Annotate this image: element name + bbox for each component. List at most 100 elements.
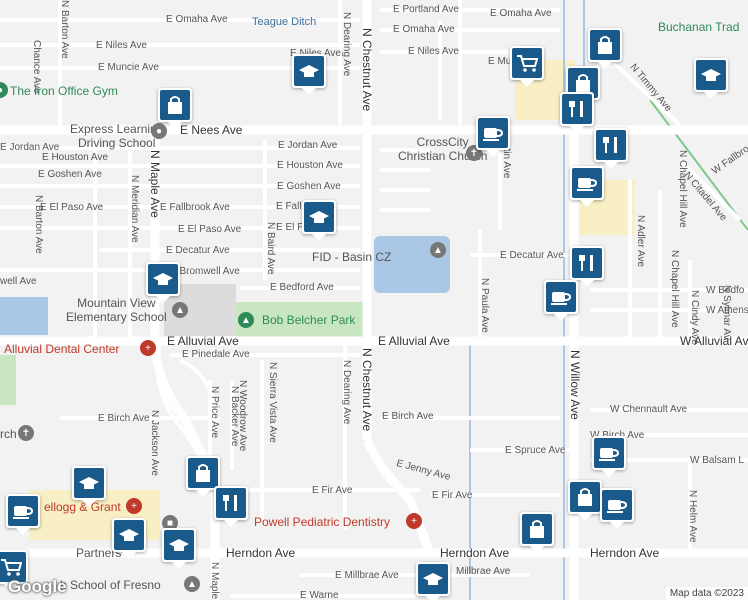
street-label-n-adler: N Adler Ave — [635, 215, 646, 268]
cafe-marker-fir[interactable] — [600, 488, 634, 529]
green-area-west — [0, 355, 16, 405]
restaurant-icon — [569, 101, 583, 117]
church-pin-icon-west[interactable]: ✝ — [18, 425, 34, 441]
shopping-cart-icon — [517, 55, 538, 72]
place-label-fid-basin[interactable]: FID - Basin CZ — [312, 250, 392, 264]
school-icon — [153, 273, 173, 285]
place-label-school-fresno[interactable]: h School of Fresno — [60, 578, 161, 592]
cafe-icon — [13, 506, 34, 519]
place-label-kellogg[interactable]: ellogg & Grant — [44, 500, 121, 514]
road-label-e-alluvial: E Alluvial Ave — [378, 334, 450, 348]
street-label-n-chapel-hill-2: N Chapel Hill Ave — [669, 250, 680, 328]
street-label-e-bromwell: E Bromwell Ave — [170, 266, 240, 277]
street-label-e-birch: E Birch Ave — [382, 411, 434, 422]
place-pin-icon[interactable]: ● — [151, 123, 167, 139]
street-label-w-balsam: W Balsam L — [690, 455, 744, 466]
shopping-marker-sw[interactable] — [0, 550, 28, 591]
school-marker-niles[interactable] — [292, 54, 326, 95]
shopping-bag-marker-nees[interactable] — [158, 88, 192, 129]
street-label-n-meridian: N Meridian Ave — [129, 175, 140, 243]
pond-west — [0, 297, 48, 335]
place-label-iron-office-gym[interactable]: The Iron Office Gym — [10, 84, 118, 98]
street-label-e-birch-west: E Birch Ave — [98, 413, 150, 424]
shopping-bag-marker-maple[interactable] — [186, 456, 220, 497]
place-label-partners[interactable]: Partners — [76, 546, 122, 560]
school-icon — [299, 65, 319, 77]
place-label-powell[interactable]: Powell Pediatric Dentistry — [254, 515, 391, 529]
park-pin-icon[interactable]: ▲ — [238, 312, 254, 328]
street-label-w-bedfo: W Bedfo — [706, 285, 745, 296]
place-label-express-learning[interactable]: Express Learning Driving School — [70, 122, 164, 150]
map-attribution[interactable]: Map data ©2023 — [665, 587, 748, 600]
school-marker-partners[interactable] — [112, 518, 146, 559]
cafe-marker-decatur[interactable] — [544, 280, 578, 321]
street-label-n-sierra-vista: N Sierra Vista Ave — [267, 362, 278, 443]
place-label-mountain-view[interactable]: Mountain View Elementary School — [66, 296, 167, 324]
cafe-icon — [607, 500, 628, 513]
shopping-cart-icon — [1, 559, 22, 576]
cafe-marker-spruce[interactable] — [592, 436, 626, 477]
street-label-w-birch: W Birch Ave — [590, 430, 645, 441]
restaurant-icon — [579, 255, 593, 271]
school-pin-icon[interactable]: ▲ — [172, 302, 188, 318]
road-label-e-nees: E Nees Ave — [180, 123, 243, 137]
restaurant-marker-decatur[interactable] — [570, 246, 604, 287]
school-marker-kellogg[interactable] — [72, 466, 106, 507]
gym-pin-icon[interactable]: ● — [0, 82, 8, 98]
government-pin-icon[interactable]: ▲ — [430, 242, 446, 258]
place-label-alluvial-dental[interactable]: Alluvial Dental Center — [4, 342, 120, 356]
street-label-n-baird: N Baird Ave — [265, 222, 276, 275]
street-label-n-dearing-1: N Dearing Ave — [341, 12, 352, 77]
street-label-e-mu: E Mu — [488, 56, 512, 67]
school-marker-herndon[interactable] — [162, 528, 196, 569]
bob-belcher-park-area — [236, 302, 366, 338]
street-label-w-chennault: W Chennault Ave — [610, 404, 688, 415]
street-label-e-fir: E Fir Ave — [432, 490, 473, 501]
school-icon — [701, 69, 721, 81]
street-label-n-dearing-2: N Dearing Ave — [341, 360, 352, 425]
street-label-n-jackson: N Jackson Ave — [149, 410, 160, 476]
street-label-e-niles-2: E Niles Ave — [290, 48, 341, 59]
restaurant-marker-1[interactable] — [560, 92, 594, 133]
school-icon — [169, 539, 189, 551]
shopping-bag-icon — [196, 464, 210, 482]
school-pin-icon-fresno[interactable]: ▲ — [184, 576, 200, 592]
shopping-bag-marker-herndon[interactable] — [520, 512, 554, 553]
shopping-bag-icon — [578, 488, 592, 506]
street-label-n-barton-2: N Barton Ave — [33, 195, 44, 254]
cafe-marker-kellogg[interactable] — [6, 494, 40, 535]
road-label-herndon-2: Herndon Ave — [440, 546, 510, 560]
street-label-e-goshen: E Goshen Ave — [277, 181, 341, 192]
cafe-marker-willow[interactable] — [570, 166, 604, 207]
restaurant-icon — [603, 137, 617, 153]
pediatric-dental-pin-icon[interactable]: + — [406, 513, 422, 529]
street-label-well-ave: well Ave — [0, 276, 37, 287]
dental-pin-icon[interactable]: + — [140, 340, 156, 356]
street-label-e-spruce: E Spruce Ave — [505, 445, 566, 456]
building-pin-icon[interactable]: ■ — [162, 515, 178, 531]
restaurant-marker-maple[interactable] — [214, 486, 248, 527]
street-label-e-jordan: E Jordan Ave — [278, 140, 338, 151]
street-label-e-bedford: E Bedford Ave — [270, 282, 334, 293]
shopping-bag-marker-ne[interactable] — [588, 28, 622, 69]
cafe-icon — [599, 448, 620, 461]
school-marker-bromwell[interactable] — [146, 262, 180, 303]
shopping-bag-marker-fir[interactable] — [568, 480, 602, 521]
street-label-n-chapel-hill-1: N Chapel Hill Ave — [677, 150, 688, 228]
medical-pin-icon[interactable]: + — [126, 498, 142, 514]
school-marker-millbrae[interactable] — [416, 562, 450, 600]
school-marker-fallbrook[interactable] — [302, 200, 336, 241]
street-label-e-goshen-west: E Goshen Ave — [38, 169, 102, 180]
street-label-n-helm: N Helm Ave — [687, 490, 698, 543]
restaurant-marker-2[interactable] — [594, 128, 628, 169]
cafe-marker-crosscity[interactable] — [476, 116, 510, 157]
place-label-bob-belcher[interactable]: Bob Belcher Park — [262, 313, 356, 327]
street-label-e-houston-west: E Houston Ave — [42, 152, 108, 163]
school-icon — [119, 529, 139, 541]
street-label-e-portland: E Portland Ave — [393, 4, 459, 15]
shopping-marker-muncie[interactable] — [510, 46, 544, 87]
place-label-church-partial[interactable]: rch — [0, 427, 17, 441]
school-marker-timmy[interactable] — [694, 58, 728, 99]
street-label-e-jordan-west: E Jordan Ave — [0, 142, 60, 153]
